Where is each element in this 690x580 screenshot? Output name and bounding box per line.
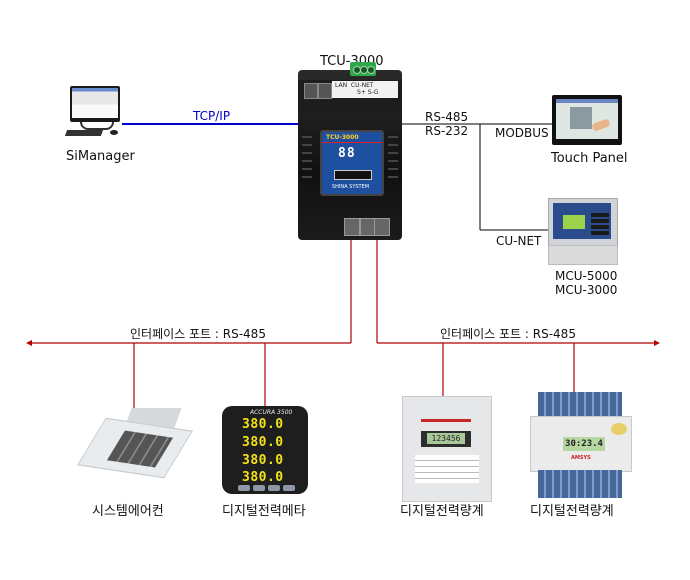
cunet-label: CU-NET — [496, 234, 542, 248]
energy-meter-1-reading: 123456 — [427, 433, 465, 444]
energy-meter-2-reading: 30:23.4 — [563, 437, 605, 451]
modbus-label: MODBUS — [495, 126, 549, 140]
cunet-terminal-block — [350, 62, 376, 76]
power-meter-label: 디지털전력메타 — [222, 504, 306, 519]
digital-power-meter-icon: ACCURA 3500 380.0 380.0 380.0 380.0 — [222, 406, 308, 494]
tcu-3000-device: LAN CU-NET S+ S-G TCU-3000 88 SHINA SYST… — [298, 62, 402, 240]
system-aircon-icon — [77, 408, 193, 479]
rs232-label: RS-232 — [425, 124, 469, 138]
mcu-controller-icon — [548, 198, 618, 265]
simanager-label: SiManager — [66, 149, 135, 164]
status-display: 88 — [338, 146, 356, 161]
left-bus-arrow — [26, 340, 32, 346]
port-label-strip: LAN CU-NET S+ S-G — [332, 81, 398, 98]
power-meter-reading-a: 380.0 — [242, 417, 284, 432]
rs485-terminal-1 — [344, 218, 360, 236]
lan-port — [304, 83, 318, 99]
mcu-label-2: MCU-3000 — [555, 283, 618, 297]
energy-meter-2-brand: AMSYS — [571, 455, 591, 461]
right-bus-label: 인터페이스 포트 : RS-485 — [440, 327, 576, 341]
tcpip-label: TCP/IP — [193, 109, 231, 123]
aircon-label: 시스템에어컨 — [92, 504, 164, 519]
touch-panel-icon — [552, 95, 622, 145]
rs485-label: RS-485 — [425, 110, 469, 124]
energy-meter-2-label: 디지털전력량계 — [530, 504, 614, 519]
touch-panel-label: Touch Panel — [551, 151, 628, 166]
energy-meter-1-label: 디지털전력량계 — [400, 504, 484, 519]
lan-port-2 — [318, 83, 332, 99]
left-bus-label: 인터페이스 포트 : RS-485 — [130, 327, 266, 341]
digital-energy-meter-1-icon: 123456 — [402, 396, 492, 502]
maker-caption: SHINA SYSTEM — [332, 184, 370, 190]
address-dip-switch — [334, 170, 372, 180]
mcu-label-1: MCU-5000 — [555, 269, 618, 283]
rs485-terminal-3 — [374, 218, 390, 236]
power-meter-reading-d: 380.0 — [242, 470, 284, 485]
tcu-brand-label: TCU-3000 — [326, 134, 359, 141]
power-meter-reading-b: 380.0 — [242, 435, 284, 450]
simanager-pc-icon — [64, 86, 122, 136]
right-bus-arrow — [654, 340, 660, 346]
digital-energy-meter-2-icon: 30:23.4 AMSYS — [530, 392, 632, 500]
power-meter-reading-c: 380.0 — [242, 453, 284, 468]
power-meter-title: ACCURA 3500 — [250, 409, 293, 416]
tcu-front-panel: TCU-3000 88 SHINA SYSTEM — [320, 130, 384, 196]
